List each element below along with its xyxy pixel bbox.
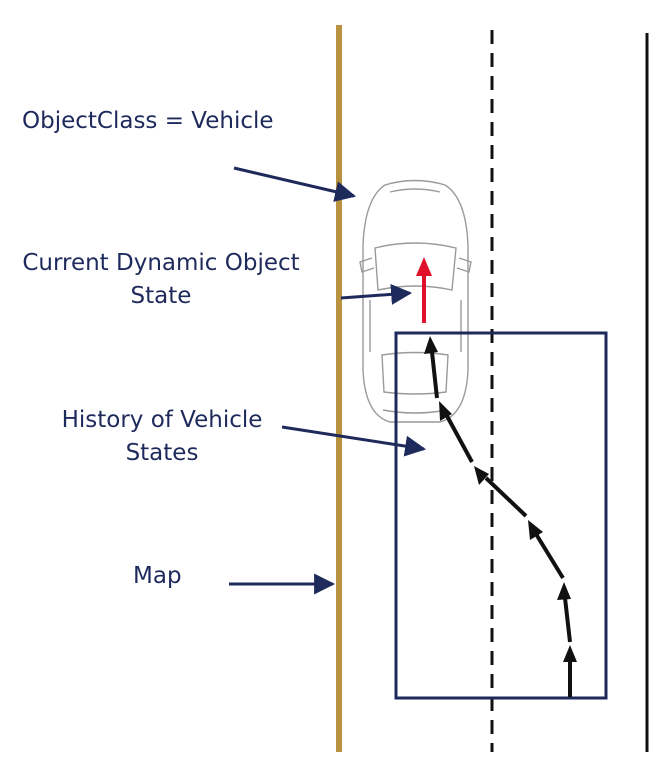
label-object-class: ObjectClass = Vehicle (22, 105, 274, 138)
history-arrow-2 (557, 582, 572, 643)
history-arrow-4 (474, 466, 528, 518)
history-box (394, 331, 608, 700)
pointer-object-class (233, 166, 357, 202)
label-current-state-line2: State (130, 283, 192, 309)
pointer-current-state (340, 283, 413, 305)
current-state-arrow (416, 257, 432, 323)
label-object-class-text: ObjectClass = Vehicle (22, 108, 274, 134)
label-history-line1: History of Vehicle (61, 407, 263, 433)
history-arrow-6 (424, 336, 439, 399)
history-arrow-5 (439, 401, 474, 463)
label-map-text: Map (133, 563, 182, 589)
car-top-view-icon (359, 179, 472, 423)
label-current-state-line1: Current Dynamic Object (22, 250, 300, 276)
label-history: History of Vehicle States (48, 404, 276, 470)
label-current-state: Current Dynamic Object State (8, 247, 314, 313)
history-arrow-1 (563, 645, 577, 697)
history-arrow-3 (528, 520, 565, 580)
label-history-line2: States (125, 440, 199, 466)
label-map: Map (133, 560, 182, 593)
pointer-history (281, 425, 427, 457)
